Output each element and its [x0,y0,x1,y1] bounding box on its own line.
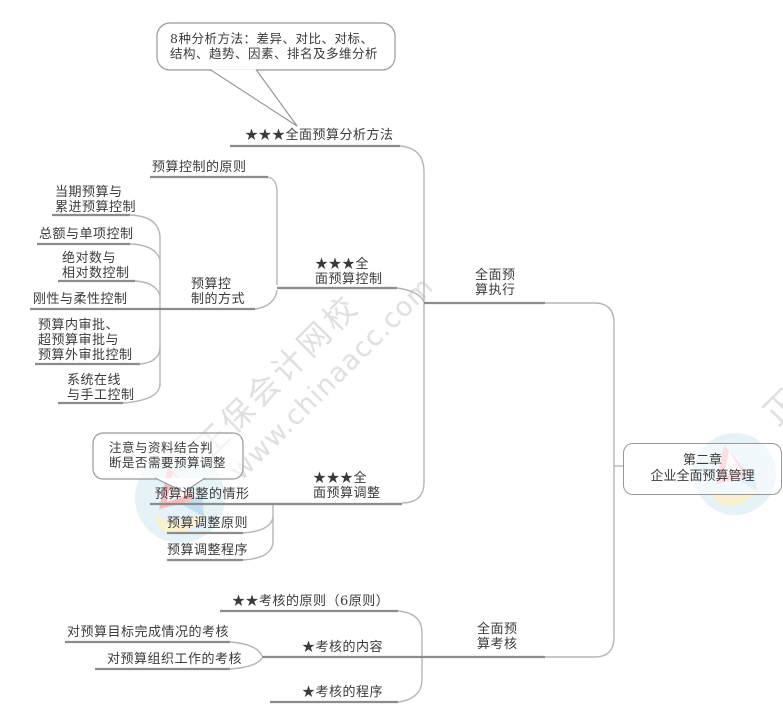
node-budget-adjustment[interactable]: ★★★全 面预算调整 [313,471,381,501]
branch-curves [122,145,623,703]
node-assessment-procedure[interactable]: ★考核的程序 [302,685,384,700]
root-node-chapter[interactable]: 第二章 企业全面预算管理 [623,443,782,495]
node-adjustment-principle[interactable]: 预算调整原则 [167,516,249,531]
node-method-system-manual[interactable]: 系统在线 与手工控制 [67,373,135,403]
callout-analysis-methods[interactable]: 8种分析方法：差异、对比、对标、 结构、趋势、因素、排名及多维分析 [170,31,379,61]
node-budget-analysis-method[interactable]: ★★★全面预算分析方法 [245,128,394,143]
node-method-rigid-flexible[interactable]: 刚性与柔性控制 [33,292,128,307]
node-assess-organization-work[interactable]: 对预算组织工作的考核 [107,652,243,667]
node-control-principle[interactable]: 预算控制的原则 [152,160,247,175]
callout-bubbles [92,22,396,493]
node-assessment-principles[interactable]: ★★考核的原则（6原则） [232,594,390,609]
node-method-absolute-relative[interactable]: 绝对数与 相对数控制 [62,251,130,281]
node-control-method[interactable]: 预算控 制的方式 [191,277,246,307]
node-budget-control[interactable]: ★★★全 面预算控制 [315,257,383,287]
node-method-current-cumulative[interactable]: 当期预算与 累进预算控制 [55,185,137,215]
node-adjustment-procedure[interactable]: 预算调整程序 [167,543,249,558]
node-assessment-content[interactable]: ★考核的内容 [302,640,384,655]
node-method-total-single[interactable]: 总额与单项控制 [39,227,134,242]
node-assess-target-completion[interactable]: 对预算目标完成情况的考核 [67,625,230,640]
node-method-approval-control[interactable]: 预算内审批、 超预算审批与 预算外审批控制 [38,318,133,363]
node-adjustment-situations[interactable]: 预算调整的情形 [155,487,250,502]
node-budget-execution[interactable]: 全面预 算执行 [475,268,516,298]
node-underlines [30,144,545,704]
node-budget-assessment[interactable]: 全面预 算考核 [477,622,518,652]
callout-adjustment-note[interactable]: 注意与资料结合判 断是否需要预算调整 [109,440,227,470]
